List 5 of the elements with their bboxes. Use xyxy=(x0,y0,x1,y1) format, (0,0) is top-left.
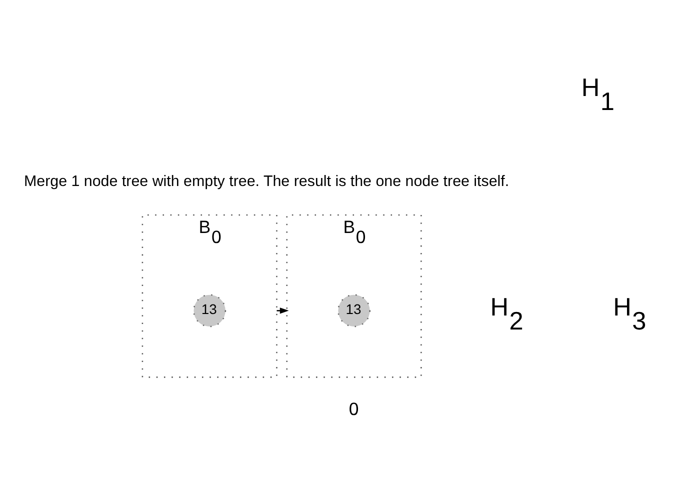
label: Merge 1 node tree with empty tree. The result is the one node tree itself. xyxy=(24,173,510,190)
node-label: 0 xyxy=(348,398,359,419)
arrow xyxy=(276,308,289,314)
node-circle: 13 xyxy=(193,294,226,328)
node-circle: 13 xyxy=(338,294,370,328)
